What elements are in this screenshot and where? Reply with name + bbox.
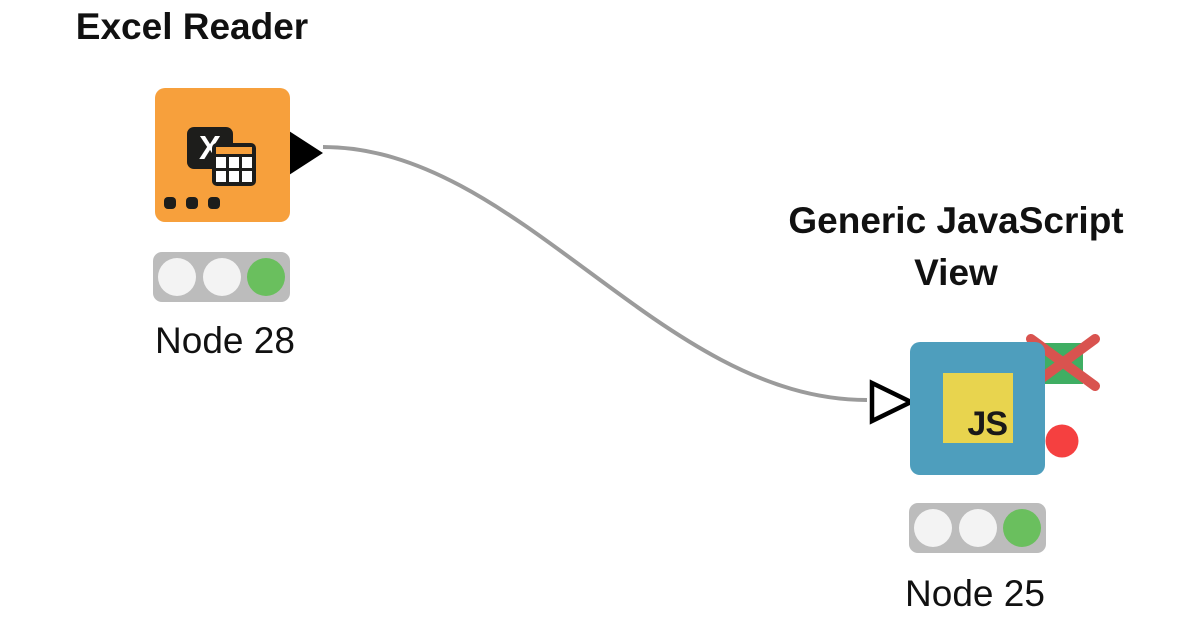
traffic-light-green [1003, 509, 1041, 547]
traffic-light-green [247, 258, 285, 296]
node-title-generic-javascript-view[interactable]: Generic JavaScript View [788, 200, 1124, 293]
js-view-input-port[interactable] [869, 379, 917, 425]
node-label-js-view[interactable]: Node 25 [905, 573, 1045, 614]
traffic-light-yellow [958, 509, 997, 547]
traffic-light-red [158, 258, 196, 296]
traffic-light-yellow [202, 258, 241, 296]
node-menu-dots [164, 197, 220, 209]
node-title-excel-reader[interactable]: Excel Reader [75, 6, 309, 47]
javascript-icon-glyph: JS [967, 405, 1008, 443]
node-label-excel-reader[interactable]: Node 28 [155, 320, 295, 361]
javascript-icon: JS [943, 373, 1013, 443]
excel-reader-output-port[interactable] [289, 131, 323, 175]
js-view-status-traffic-light [909, 503, 1046, 553]
excel-reader-status-traffic-light [153, 252, 290, 302]
js-view-image-output-port[interactable] [1045, 343, 1083, 384]
red-dot-indicator [1045, 424, 1079, 458]
node-excel-reader[interactable]: X [155, 88, 290, 222]
traffic-light-red [914, 509, 952, 547]
node-generic-javascript-view[interactable]: JS [910, 342, 1045, 475]
excel-spreadsheet-icon [212, 143, 256, 186]
connection-edge[interactable] [322, 145, 868, 402]
